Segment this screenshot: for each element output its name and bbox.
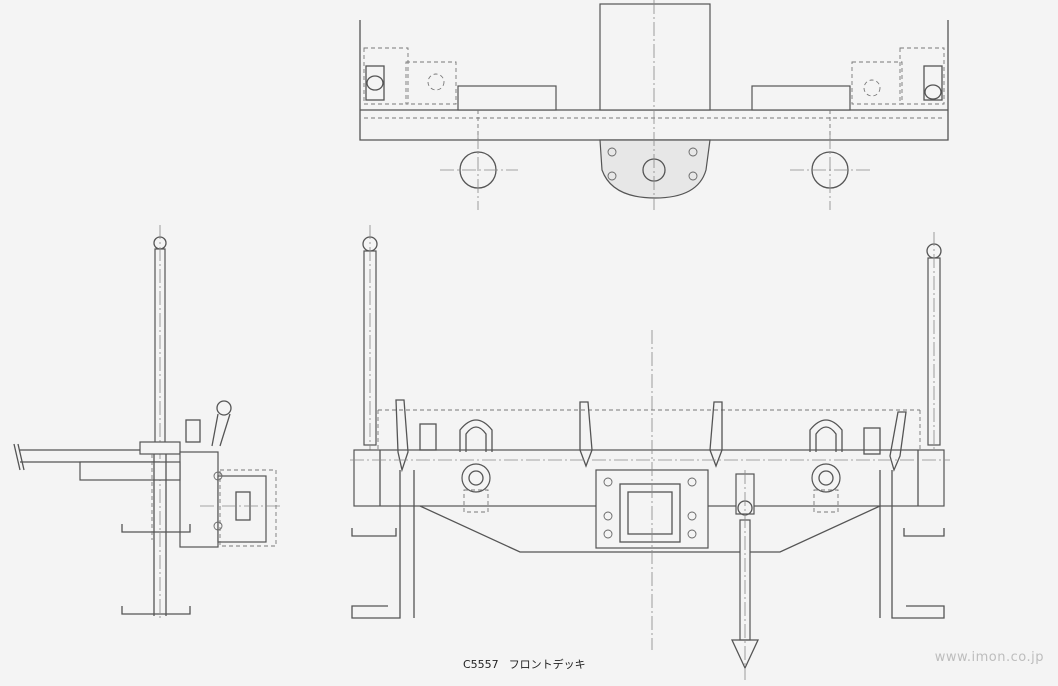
side-view xyxy=(13,225,280,620)
drawing-caption: C5557 フロントデッキ xyxy=(463,656,586,672)
front-view xyxy=(350,225,950,680)
caption-model: C5557 xyxy=(463,658,499,671)
caption-title: フロントデッキ xyxy=(508,658,586,671)
top-view xyxy=(359,0,949,210)
watermark-text: www.imon.co.jp xyxy=(934,650,1044,665)
